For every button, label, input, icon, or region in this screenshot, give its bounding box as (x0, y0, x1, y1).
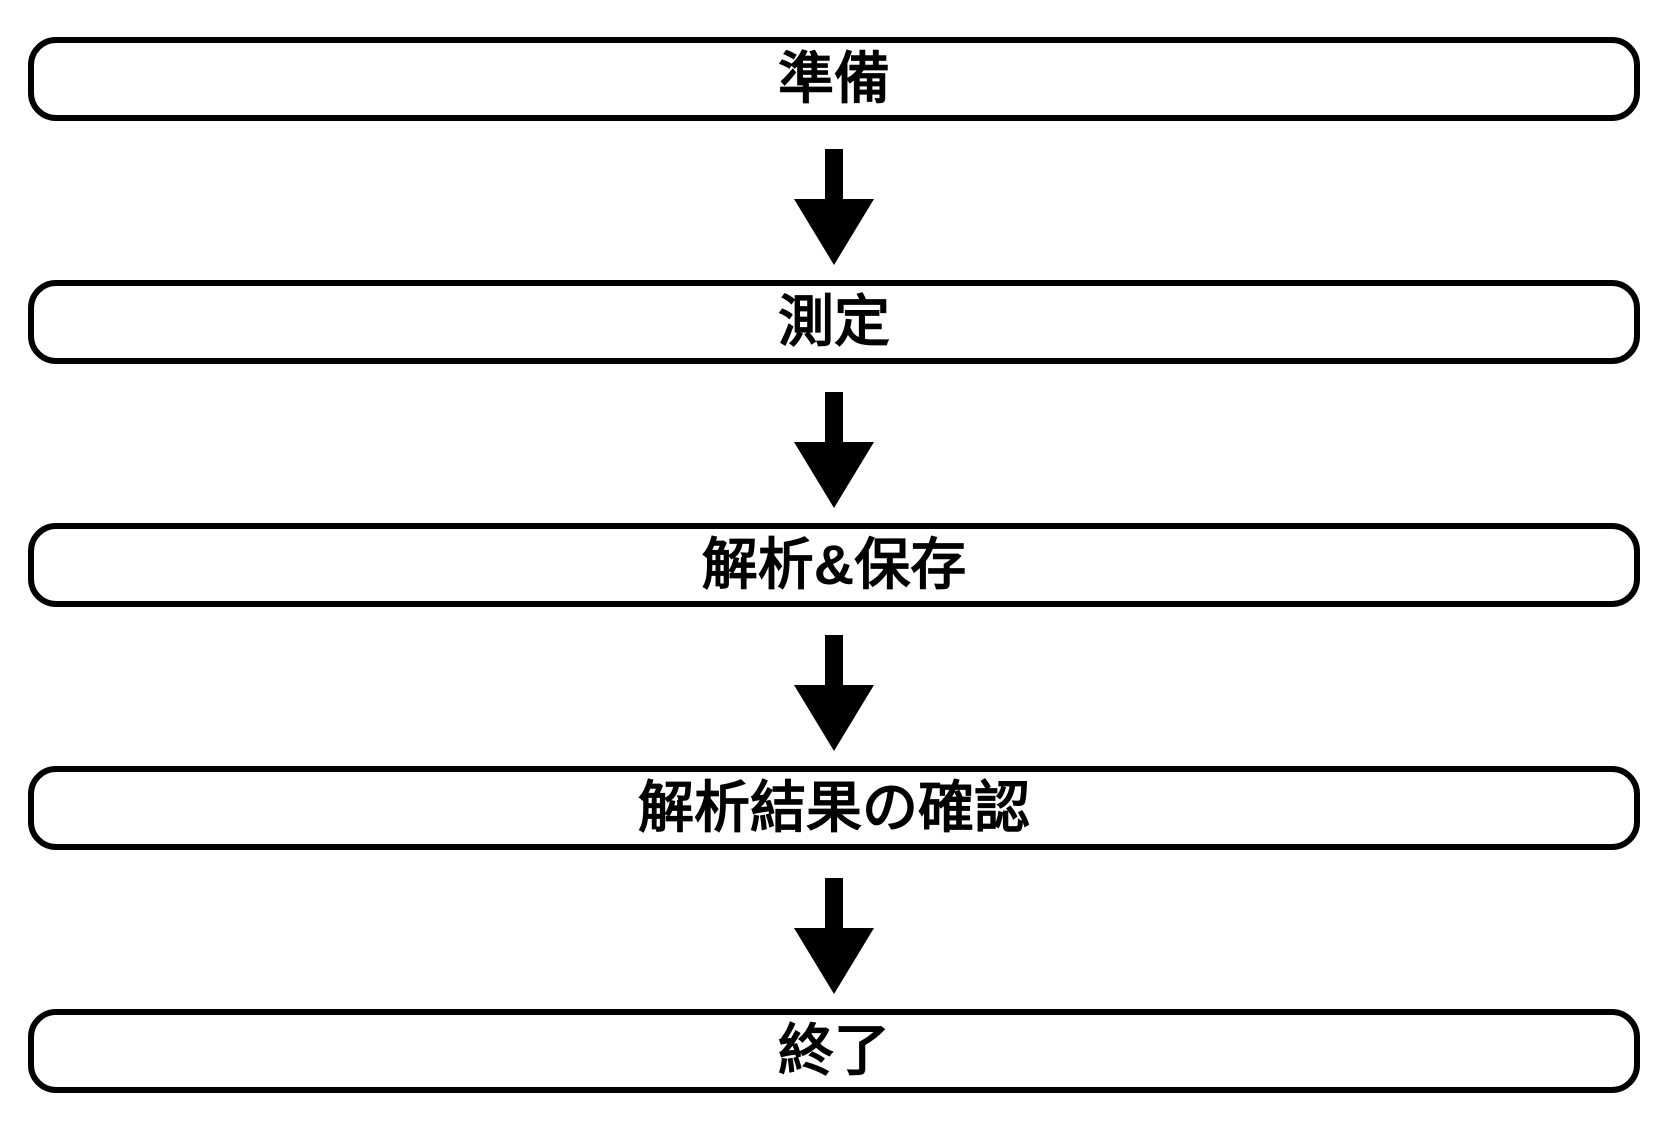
down-arrow-head-icon (794, 442, 874, 508)
flow-step-measurement-label: 測定 (778, 290, 890, 353)
flow-step-preparation: 準備 (28, 37, 1640, 121)
down-arrow-shaft (825, 392, 843, 442)
down-arrow-head-icon (794, 199, 874, 265)
flow-step-analysis-save-label: 解析&保存 (701, 533, 967, 596)
down-arrow-head-icon (794, 685, 874, 751)
down-arrow-4 (28, 850, 1640, 1009)
down-arrow-shaft (825, 635, 843, 685)
flow-step-end: 終了 (28, 1009, 1640, 1093)
down-arrow-1 (28, 121, 1640, 280)
flow-step-result-check: 解析結果の確認 (28, 766, 1640, 850)
down-arrow-shaft (825, 149, 843, 199)
flow-step-measurement: 測定 (28, 280, 1640, 364)
flow-step-analysis-save: 解析&保存 (28, 523, 1640, 607)
down-arrow-2 (28, 364, 1640, 523)
down-arrow-3 (28, 607, 1640, 766)
down-arrow-head-icon (794, 928, 874, 994)
down-arrow-shaft (825, 878, 843, 928)
flow-step-end-label: 終了 (778, 1019, 890, 1082)
flow-step-result-check-label: 解析結果の確認 (638, 776, 1030, 839)
flow-step-preparation-label: 準備 (778, 47, 890, 110)
